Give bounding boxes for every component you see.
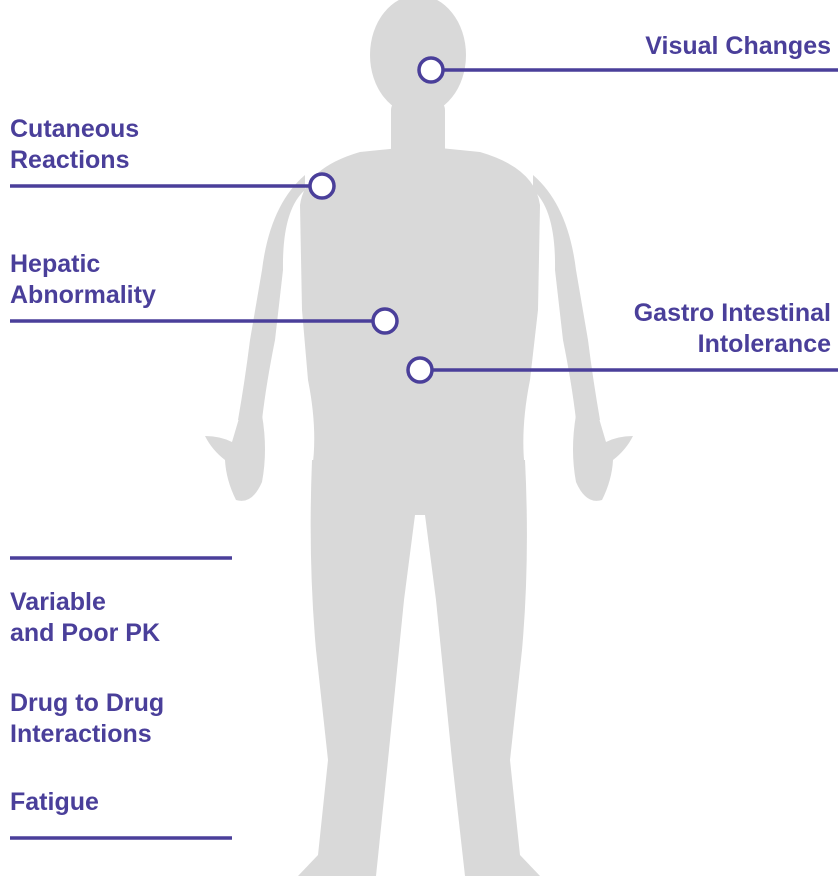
legs-shape [298,460,540,876]
cutaneous-reactions-label: Cutaneous Reactions [10,114,139,176]
visual-changes-text: Visual Changes [645,31,831,62]
left-arm-shape [238,175,305,420]
systemic-list-item: Drug to Drug Interactions [10,688,164,750]
cutaneous-line1: Cutaneous [10,114,139,145]
systemic-list-item: Variable and Poor PK [10,587,160,649]
gastro-line2: Intolerance [634,329,831,360]
right-hand-shape [573,415,633,501]
hepatic-line1: Hepatic [10,249,156,280]
head-shape [370,0,466,115]
systemic-list-item: Fatigue [10,787,99,818]
hepatic-abnormality-marker [373,309,397,333]
visual-changes-marker [419,58,443,82]
cutaneous-reactions-marker [310,174,334,198]
right-arm-shape [533,175,600,420]
gastro-intestinal-label: Gastro Intestinal Intolerance [634,298,831,360]
pk-line2: and Poor PK [10,618,160,649]
hepatic-line2: Abnormality [10,280,156,311]
ddi-line2: Interactions [10,719,164,750]
hepatic-abnormality-label: Hepatic Abnormality [10,249,156,311]
pk-line1: Variable [10,587,160,618]
visual-changes-label: Visual Changes [645,31,831,62]
human-silhouette [205,0,633,876]
ddi-line1: Drug to Drug [10,688,164,719]
left-hand-shape [205,415,265,501]
gastro-intestinal-marker [408,358,432,382]
gastro-line1: Gastro Intestinal [634,298,831,329]
cutaneous-line2: Reactions [10,145,139,176]
fatigue-text: Fatigue [10,787,99,818]
torso-shape [300,146,540,470]
